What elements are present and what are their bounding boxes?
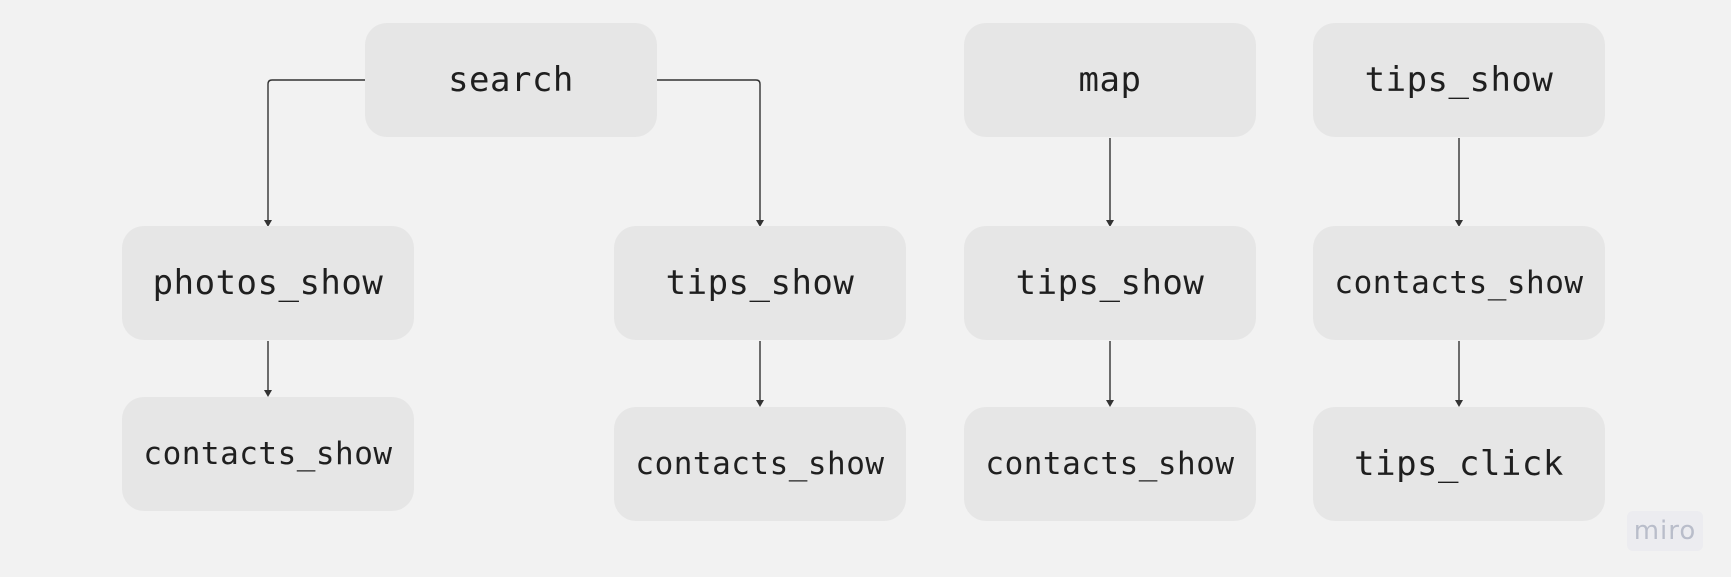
node-contacts-show[interactable]: contacts_show (122, 397, 414, 511)
arrowhead (264, 220, 272, 227)
node-map[interactable]: map (964, 23, 1256, 137)
node-contacts-show[interactable]: contacts_show (964, 407, 1256, 521)
node-tips-show[interactable]: tips_show (1313, 23, 1605, 137)
edge-search-to-photos-show (267, 79, 365, 220)
arrowhead (756, 220, 764, 227)
edge-search-to-tips-show (657, 79, 761, 220)
arrowhead (1106, 220, 1114, 227)
miro-logo: miro (1627, 511, 1703, 551)
arrowhead (264, 390, 272, 397)
node-photos-show[interactable]: photos_show (122, 226, 414, 340)
arrowhead (756, 400, 764, 407)
node-tips-show[interactable]: tips_show (964, 226, 1256, 340)
arrowhead (1106, 400, 1114, 407)
arrowhead (1455, 400, 1463, 407)
node-search[interactable]: search (365, 23, 657, 137)
arrowhead (1455, 220, 1463, 227)
node-tips-show[interactable]: tips_show (614, 226, 906, 340)
node-contacts-show[interactable]: contacts_show (614, 407, 906, 521)
node-tips-click[interactable]: tips_click (1313, 407, 1605, 521)
node-contacts-show[interactable]: contacts_show (1313, 226, 1605, 340)
